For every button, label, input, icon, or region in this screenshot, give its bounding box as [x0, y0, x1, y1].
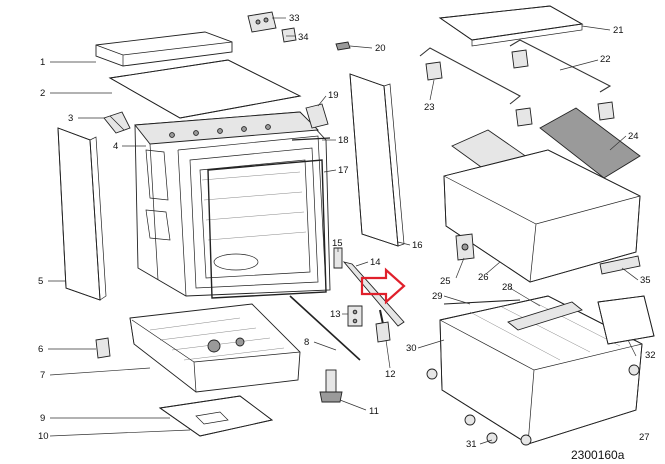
leader-lines: [48, 17, 639, 445]
part-plate-rack: [507, 301, 583, 331]
label-20: 20: [375, 43, 386, 54]
label-8: 8: [304, 337, 309, 348]
label-22: 22: [600, 54, 611, 65]
label-3: 3: [68, 113, 73, 124]
part-hinge-bracket: [103, 111, 131, 134]
label-17: 17: [338, 165, 349, 176]
part-door-seal: [207, 159, 327, 299]
label-5: 5: [38, 276, 43, 287]
part-top-rail: [95, 31, 233, 67]
label-29: 29: [432, 291, 443, 302]
part-connector: [281, 27, 297, 43]
label-14: 14: [370, 257, 381, 268]
label-13: 13: [330, 309, 341, 320]
label-28: 28: [502, 282, 513, 293]
part-corner-bracket: [305, 103, 329, 129]
label-7: 7: [40, 370, 45, 381]
part-cutlery-basket: [597, 295, 655, 345]
label-30: 30: [406, 343, 417, 354]
highlight-arrow: [360, 267, 406, 305]
part-worktop: [108, 59, 302, 119]
part-wire-rail: [419, 39, 612, 105]
part-base-plate: [158, 395, 274, 437]
part-basket-handle: [599, 255, 641, 275]
drawing-id: 2300160a: [571, 448, 625, 462]
label-2: 2: [40, 88, 45, 99]
label-35: 35: [640, 275, 651, 286]
label-6: 6: [38, 344, 43, 355]
label-19: 19: [328, 90, 339, 101]
label-33: 33: [289, 13, 300, 24]
part-spring-rod: [375, 309, 391, 343]
label-1: 1: [40, 57, 45, 68]
part-seal-strip: [291, 137, 331, 141]
label-11: 11: [369, 406, 379, 417]
part-adjustable-foot: [319, 369, 343, 403]
part-basket-wheels: [426, 364, 640, 446]
label-18: 18: [338, 135, 349, 146]
label-10: 10: [38, 431, 49, 442]
part-pump-clip: [95, 337, 111, 359]
part-cable: [289, 295, 361, 361]
part-main-tub: [134, 111, 331, 297]
part-mount-bracket: [347, 305, 363, 327]
label-27: 27: [639, 432, 650, 443]
part-rail-clip: [425, 49, 615, 127]
label-23: 23: [424, 102, 435, 113]
label-21: 21: [613, 25, 624, 36]
part-side-panel-right: [349, 73, 405, 247]
label-34: 34: [298, 32, 309, 43]
part-base-tray: [129, 303, 301, 393]
part-basket-roller: [455, 233, 475, 261]
label-32: 32: [645, 350, 656, 361]
part-side-panel-left: [57, 127, 107, 301]
part-cutlery-tray: [438, 5, 584, 47]
label-16: 16: [412, 240, 423, 251]
label-9: 9: [40, 413, 45, 424]
part-clip: [335, 41, 351, 51]
label-4: 4: [113, 141, 118, 152]
part-tine-support: [443, 299, 521, 305]
label-31: 31: [466, 439, 477, 450]
label-26: 26: [478, 272, 489, 283]
part-lower-basket: [439, 295, 643, 445]
label-12: 12: [385, 369, 396, 380]
label-15: 15: [332, 238, 343, 249]
label-25: 25: [440, 276, 451, 287]
label-24: 24: [628, 131, 639, 142]
part-control-board: [247, 11, 277, 33]
part-upper-basket: [443, 149, 641, 283]
part-hinge: [333, 247, 343, 269]
part-number-labels: 1 2 3 4 5 6 7 8 9 10 11 12 13 14 15 16 1…: [38, 13, 656, 462]
